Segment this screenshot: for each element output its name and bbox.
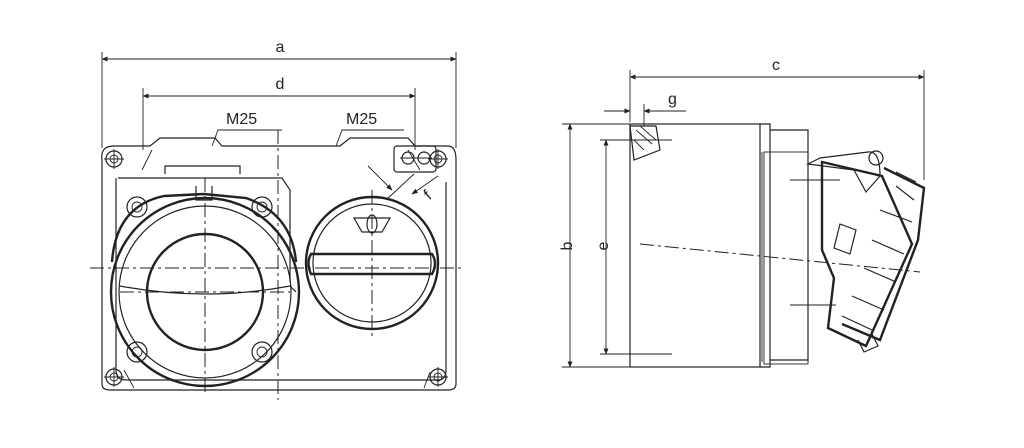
- dim-label-g: g: [668, 91, 677, 108]
- dim-label-c: c: [772, 57, 780, 74]
- screw-hole-icon: [428, 367, 448, 387]
- screw-hole-icon: [428, 149, 448, 169]
- screw-hole-icon: [104, 149, 124, 169]
- side-view: c g b e: [559, 57, 926, 368]
- dim-label-b: b: [559, 241, 576, 250]
- dim-label-e: e: [595, 241, 612, 250]
- dim-label-f: f: [421, 187, 436, 203]
- thread-label-right: M25: [346, 111, 377, 128]
- screw-hole-icon: [104, 367, 124, 387]
- dim-label-a: a: [276, 39, 285, 56]
- front-view: a d M25 M25 f: [90, 39, 465, 400]
- enclosure-outline: [101, 137, 457, 391]
- angled-socket: [805, 150, 926, 353]
- side-body: [629, 123, 761, 368]
- dim-label-d: d: [276, 76, 285, 93]
- thread-label-left: M25: [226, 111, 257, 128]
